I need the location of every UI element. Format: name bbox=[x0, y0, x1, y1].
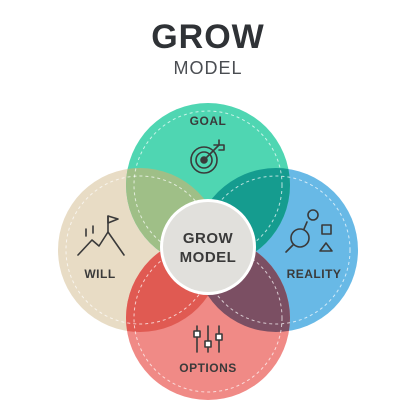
mountain-flag-icon bbox=[77, 215, 125, 256]
magnifier-shapes-icon bbox=[285, 209, 333, 253]
will-label: WILL bbox=[84, 267, 115, 281]
reality-label: REALITY bbox=[287, 267, 342, 281]
center-label-line1: GROW bbox=[183, 230, 234, 247]
diagram-subtitle: MODEL bbox=[173, 58, 243, 78]
diagram-title: GROW bbox=[151, 18, 265, 56]
target-icon bbox=[190, 139, 225, 174]
center-label-line2: MODEL bbox=[180, 249, 237, 266]
goal-label: GOAL bbox=[190, 114, 227, 128]
options-label: OPTIONS bbox=[179, 361, 237, 375]
sliders-icon bbox=[193, 325, 223, 353]
